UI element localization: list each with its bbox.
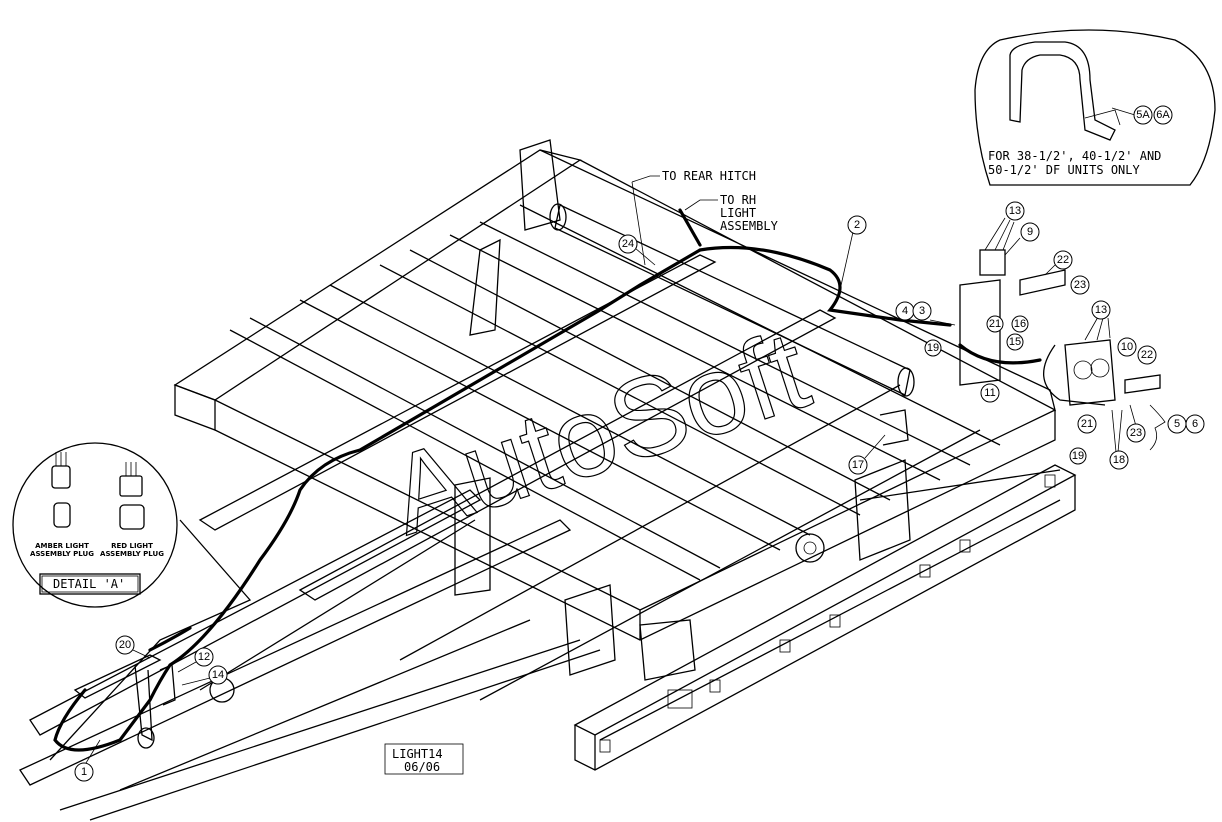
callout-5a-label: 5A: [1136, 109, 1150, 121]
implement-frame: [19, 139, 1077, 821]
light-bracket-assembly: [959, 249, 1161, 406]
callout-13b-label: 13: [1095, 304, 1107, 316]
callout-5-label: 5: [1174, 418, 1180, 430]
part-callouts: 1 2 4 3 9 13 22 23 21 16 15 13: [74, 201, 1205, 782]
callout-21a-label: 21: [989, 318, 1001, 330]
callout-10: [1117, 337, 1137, 357]
callout-21b: [1077, 414, 1097, 434]
callout-19a: [924, 339, 942, 357]
callout-6-label: 6: [1192, 418, 1198, 430]
inset-note-line2: 50-1/2' DF UNITS ONLY: [988, 163, 1140, 177]
callout-6a: [1153, 105, 1173, 125]
callout-23a: [1070, 275, 1090, 295]
callout-20: [115, 635, 135, 655]
callout-4-label: 4: [902, 305, 908, 317]
callout-16: [1011, 315, 1029, 333]
front-light-assembly: [73, 654, 176, 749]
callout-6a-label: 6A: [1156, 109, 1170, 121]
callout-23b-label: 23: [1130, 427, 1142, 439]
callout-13a: [1005, 201, 1025, 221]
callout-11-label: 11: [984, 387, 995, 399]
red-plug-label-2: ASSEMBLY PLUG: [100, 550, 164, 558]
callout-5a: [1133, 105, 1153, 125]
callout-14-label: 14: [212, 669, 224, 681]
drawing-id-box: LIGHT14 06/06: [384, 743, 464, 775]
callout-19a-label: 19: [927, 342, 939, 354]
detail-a: AMBER LIGHT ASSEMBLY PLUG RED LIGHT ASSE…: [12, 442, 178, 608]
callout-19b: [1069, 447, 1087, 465]
callout-17-label: 17: [852, 459, 864, 471]
callout-18: [1109, 450, 1129, 470]
callout-9: [1020, 222, 1040, 242]
callout-16-label: 16: [1014, 318, 1026, 330]
callout-12: [194, 647, 214, 667]
to-rh-label-3: ASSEMBLY: [720, 219, 779, 233]
callout-24-label: 24: [622, 238, 634, 250]
callout-20-label: 20: [119, 639, 131, 651]
to-rh-label-2: LIGHT: [720, 206, 756, 220]
inset-detail: 5A 6A FOR 38-1/2', 40-1/2' AND 50-1/2' D…: [974, 29, 1216, 186]
red-plug-label-1: RED LIGHT: [111, 542, 153, 550]
callout-11: [980, 383, 1000, 403]
callout-15-label: 15: [1009, 336, 1021, 348]
callout-15: [1006, 333, 1024, 351]
callout-3: [912, 301, 932, 321]
callout-13b: [1091, 300, 1111, 320]
inset-note-line1: FOR 38-1/2', 40-1/2' AND: [988, 149, 1161, 163]
callout-2: [847, 215, 867, 235]
amber-plug-label-2: ASSEMBLY PLUG: [30, 550, 94, 558]
drawing-date: 06/06: [404, 760, 440, 774]
callout-14: [208, 665, 228, 685]
callout-12-label: 12: [198, 651, 210, 663]
callout-2-label: 2: [854, 219, 860, 231]
callout-22a-label: 22: [1057, 254, 1069, 266]
callout-23a-label: 23: [1074, 279, 1086, 291]
callout-22b: [1137, 345, 1157, 365]
callout-3-label: 3: [919, 305, 925, 317]
callout-24: [618, 234, 638, 254]
detail-a-title: DETAIL 'A': [53, 577, 125, 591]
wire-destination-labels: TO REAR HITCH TO RH LIGHT ASSEMBLY: [631, 169, 779, 266]
callout-1: [74, 762, 94, 782]
callout-9-label: 9: [1027, 226, 1033, 238]
to-rear-hitch-label: TO REAR HITCH: [662, 169, 756, 183]
callout-21b-label: 21: [1081, 418, 1093, 430]
callout-22b-label: 22: [1141, 349, 1153, 361]
wiring-harness: [53, 208, 1042, 752]
drawing-code: LIGHT14: [392, 747, 443, 761]
callout-13a-label: 13: [1009, 205, 1021, 217]
callout-18-label: 18: [1113, 454, 1125, 466]
to-rh-label-1: TO RH: [720, 193, 756, 207]
callout-23b: [1126, 423, 1146, 443]
callout-21a: [986, 315, 1004, 333]
callout-6: [1185, 414, 1205, 434]
callout-10-label: 10: [1121, 341, 1133, 353]
amber-plug-label-1: AMBER LIGHT: [35, 542, 89, 550]
callout-19b-label: 19: [1072, 450, 1084, 462]
callout-22a: [1053, 250, 1073, 270]
callout-1-label: 1: [81, 766, 87, 778]
callout-17: [848, 455, 868, 475]
